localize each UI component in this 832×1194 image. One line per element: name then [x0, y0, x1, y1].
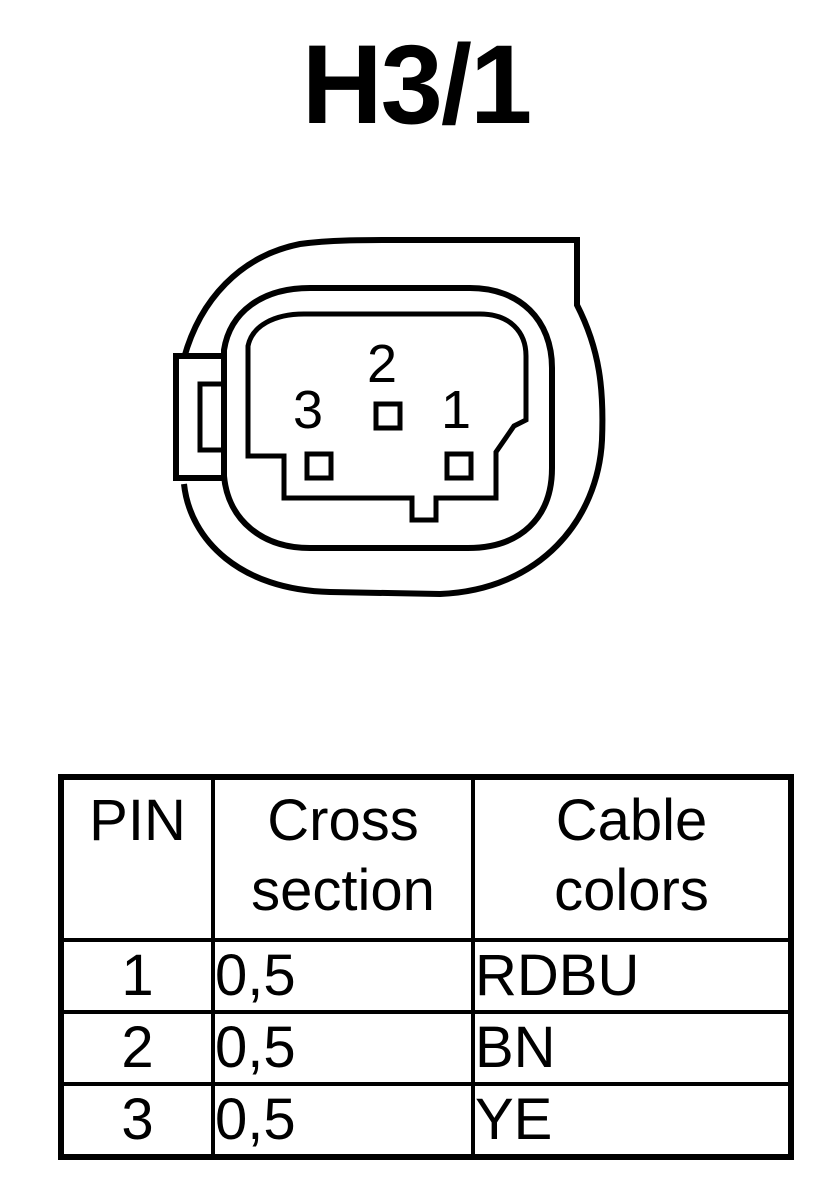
connector-housing-middle [221, 285, 555, 551]
table-row: 1 0,5 RDBU [59, 938, 793, 1014]
cell-cable-color: RDBU [471, 938, 793, 1014]
connector-diagram: 2 3 1 [173, 237, 606, 598]
cell-pin: 3 [59, 1082, 215, 1159]
table-row: 2 0,5 BN [59, 1010, 793, 1086]
pin-label-1: 1 [441, 380, 471, 440]
table-row: 3 0,5 YE [59, 1082, 793, 1159]
connector-housing-outer [181, 237, 606, 598]
cell-cable-color: YE [471, 1082, 793, 1159]
pin-table: PIN Cross section Cable colors 1 0,5 RDB… [58, 774, 794, 1160]
header-pin: PIN [59, 775, 215, 942]
pin-socket-2 [373, 401, 403, 431]
pin-socket-3 [304, 451, 334, 481]
header-cross-line1: Cross [267, 788, 419, 853]
pin-table-header: PIN Cross section Cable colors [59, 775, 793, 942]
pin-label-3: 3 [293, 380, 323, 440]
pin-label-2: 2 [367, 334, 397, 394]
cell-cross-section: 0,5 [211, 1082, 475, 1159]
cell-cable-color: BN [471, 1010, 793, 1086]
header-color-line2: colors [554, 858, 709, 923]
cell-cross-section: 0,5 [211, 1010, 475, 1086]
header-cable-colors: Cable colors [471, 775, 793, 942]
cell-cross-section: 0,5 [211, 938, 475, 1014]
header-color-line1: Cable [555, 788, 708, 853]
cell-pin: 2 [59, 1010, 215, 1086]
connector-cavity [245, 311, 529, 523]
connector-lock-tab-inner [197, 381, 227, 453]
header-cross-section: Cross section [211, 775, 475, 942]
header-pin-text: PIN [89, 788, 186, 853]
pin-socket-1 [444, 451, 474, 481]
header-cross-line2: section [251, 858, 435, 923]
connector-title: H3/1 [301, 22, 533, 147]
cell-pin: 1 [59, 938, 215, 1014]
